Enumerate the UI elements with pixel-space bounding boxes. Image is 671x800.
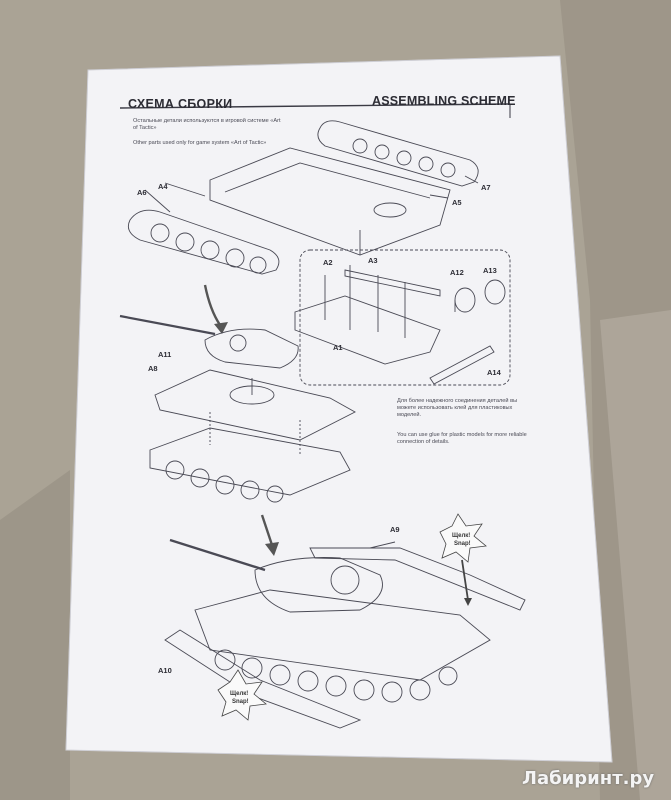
part-a9-fender [309,547,526,611]
watermark-logo: Лабиринт.ру [522,768,655,789]
snap-text-ru-top: Щелк! [452,533,471,539]
note-parts-ru: Остальные детали используются в игровой … [133,118,281,131]
part-a12-a13-barrels [454,279,506,313]
label-a12: A12 [450,268,464,277]
label-a8: A8 [148,364,158,373]
note-glue-ru: Для более надежного соединения деталей в… [397,398,518,418]
label-a9: A9 [390,525,400,534]
label-a7: A7 [481,183,491,192]
label-a14: A14 [487,368,501,377]
snap-text-en-bottom: Snap! [232,699,249,705]
note-parts-en: Other parts used only for game system «A… [133,140,267,146]
label-a3: A3 [368,256,378,265]
part-a1-base [294,265,441,365]
label-a13: A13 [483,266,497,275]
label-a10: A10 [158,666,172,675]
label-a11: A11 [158,350,172,359]
part-a6-track [127,209,280,275]
snap-burst-bottom [217,669,267,721]
title-english: ASSEMBLING SCHEME [372,94,516,108]
snap-text-ru-bottom: Щелк! [230,691,249,697]
part-a5-hull [209,147,451,256]
label-a5: A5 [452,198,462,207]
title-russian: СХЕМА СБОРКИ [128,97,233,111]
assembled-tank [169,538,491,703]
snap-burst-top [439,513,487,606]
note-glue-en: You can use glue for plastic models for … [397,432,527,445]
part-lower-chassis [149,412,351,503]
part-a14-gun [429,345,495,385]
snap-text-en-top: Snap! [454,541,471,547]
label-a6: A6 [137,188,147,197]
label-a2: A2 [323,258,333,267]
label-a1: A1 [333,343,343,352]
part-a7-track [317,120,479,187]
part-a8-upper-hull [154,369,356,441]
part-a11-turret [119,314,299,369]
label-a4: A4 [158,182,168,191]
